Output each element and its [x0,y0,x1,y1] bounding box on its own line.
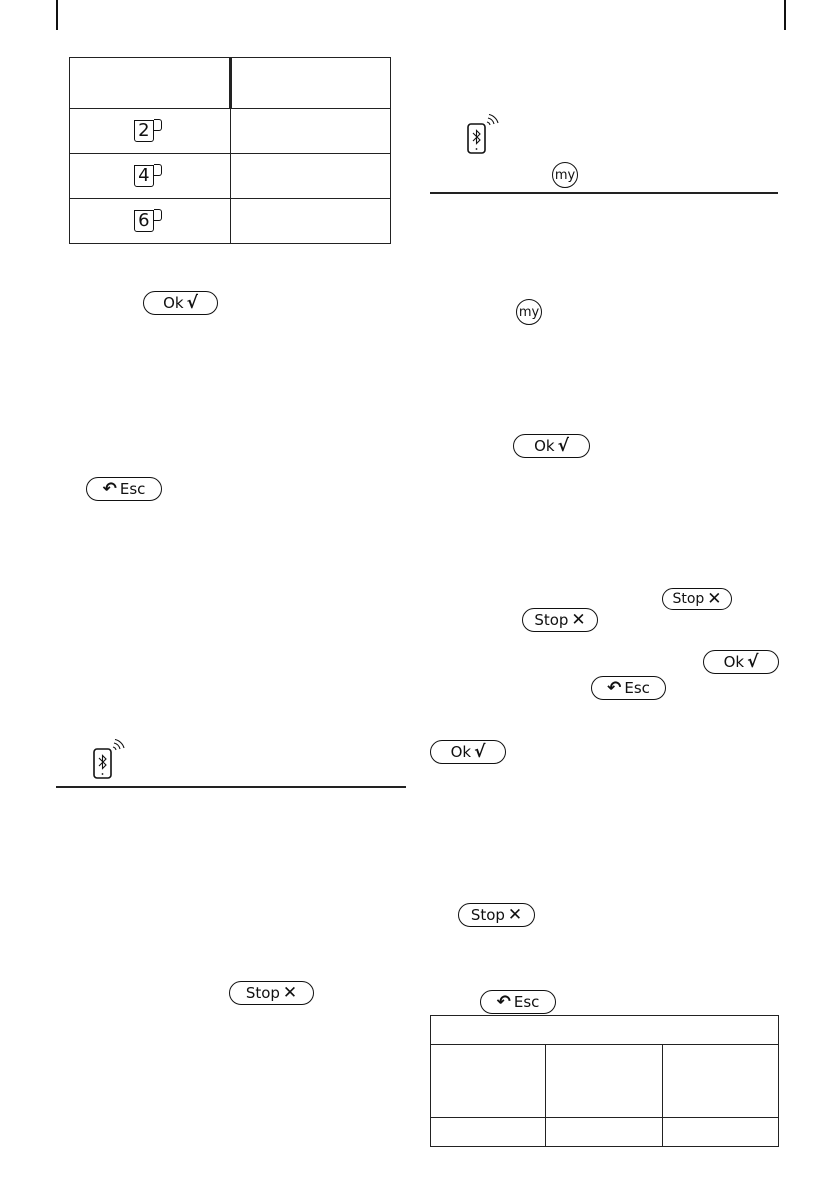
my-button-icon: my [516,299,542,325]
table-cell [661,1044,780,1118]
stop-button[interactable]: Stop✕ [522,608,598,632]
stop-label: Stop [245,984,280,1002]
cup-count: 6 [133,210,154,232]
bluetooth-phone-icon [93,739,125,779]
settings-table [429,1015,780,1147]
table-cell [661,1117,780,1147]
stop-button[interactable]: Stop✕ [458,903,535,927]
table-cell: 2 [69,108,231,154]
table-cell [545,1044,663,1118]
cup-icon: 4 [132,163,168,189]
table-cell [229,153,392,199]
table-cell [430,1015,779,1045]
stop-button[interactable]: Stop✕ [229,981,314,1005]
esc-button[interactable]: ↶Esc [86,477,162,501]
table-row [429,1044,780,1118]
table-cell [69,57,232,109]
ok-button[interactable]: Ok√ [513,434,590,458]
check-icon: √ [557,435,569,456]
cross-icon: ✕ [507,904,523,925]
divider [56,786,406,788]
table-row [429,1117,780,1147]
ok-button[interactable]: Ok√ [143,291,218,315]
table-row: 6 [69,198,392,244]
cup-icon: 6 [132,208,168,234]
table-cell [229,108,392,154]
stop-label: Stop [534,611,569,629]
ok-label: Ok [163,294,184,312]
cross-icon: ✕ [707,588,722,609]
bluetooth-phone-icon [467,114,499,154]
esc-label: Esc [119,480,146,498]
ok-label: Ok [450,743,472,761]
table-row: 4 [69,153,392,199]
cross-icon: ✕ [282,982,298,1003]
esc-button[interactable]: ↶Esc [480,990,556,1014]
esc-label: Esc [624,679,650,697]
my-label: my [518,304,540,320]
cross-icon: ✕ [571,609,586,630]
cup-icon: 2 [132,118,168,144]
table-cell [545,1117,663,1147]
divider [430,192,778,194]
my-label: my [554,167,576,183]
table-header-row [69,57,392,109]
check-icon: √ [186,292,198,313]
stop-button[interactable]: Stop✕ [662,588,732,610]
crop-mark-left [56,0,58,30]
cup-size-table: 2 4 6 [69,57,392,244]
table-cell [229,57,392,109]
stop-label: Stop [672,591,705,607]
my-button-icon: my [552,162,578,188]
table-row: 2 [69,108,392,154]
ok-button[interactable]: Ok√ [703,650,779,674]
check-icon: √ [747,651,759,672]
cup-count: 2 [133,120,154,142]
check-icon: √ [474,741,486,762]
esc-label: Esc [513,993,540,1011]
crop-mark-right [784,0,786,30]
table-cell: 4 [69,153,231,199]
table-row [430,1015,779,1045]
cup-count: 4 [133,165,154,187]
table-cell: 6 [69,198,231,244]
ok-label: Ok [534,437,555,455]
ok-label: Ok [723,653,745,671]
table-cell [429,1117,547,1147]
back-arrow-icon: ↶ [607,677,622,698]
table-cell [429,1044,547,1118]
esc-button[interactable]: ↶Esc [591,676,666,700]
back-arrow-icon: ↶ [496,991,511,1012]
table-cell [229,198,392,244]
stop-label: Stop [470,906,505,924]
back-arrow-icon: ↶ [102,478,117,499]
ok-button[interactable]: Ok√ [430,740,506,764]
